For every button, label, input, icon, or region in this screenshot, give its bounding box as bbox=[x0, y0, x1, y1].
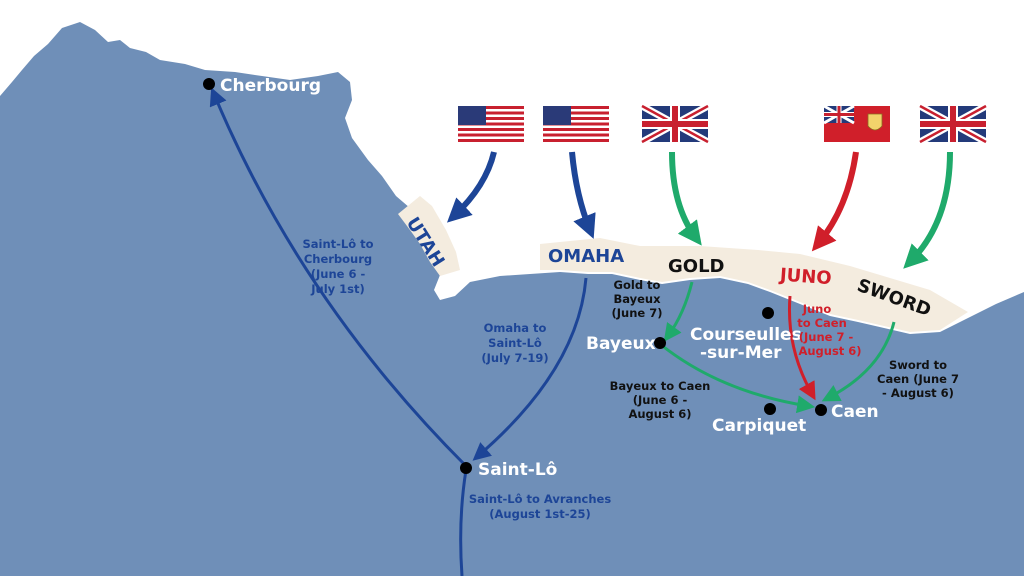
beach-omaha: OMAHA bbox=[548, 246, 624, 267]
landing-arrow-sword bbox=[903, 151, 953, 269]
city-label-courseulles-2: -sur-Mer bbox=[700, 343, 782, 363]
city-label-courseulles: Courseulles bbox=[690, 325, 802, 345]
svg-text:Bayeux: Bayeux bbox=[613, 292, 661, 306]
svg-text:Saint-Lô to Avranches: Saint-Lô to Avranches bbox=[469, 492, 611, 506]
route-label-juno-caen: Juno to Caen (June 7 - August 6) bbox=[797, 302, 861, 358]
city-label-saint-lo: Saint-Lô bbox=[478, 460, 557, 480]
landing-arrow-utah bbox=[446, 151, 497, 223]
route-saint-lo-cherbourg bbox=[209, 87, 468, 468]
svg-text:Omaha to: Omaha to bbox=[484, 321, 547, 335]
svg-text:Gold to: Gold to bbox=[614, 278, 661, 292]
us-flag bbox=[543, 106, 609, 142]
route-saint-lo-avranches bbox=[459, 469, 468, 576]
svg-text:Sword to: Sword to bbox=[889, 358, 947, 372]
beach-strip-utah bbox=[398, 196, 460, 276]
city-dot-carpiquet bbox=[764, 403, 776, 415]
svg-text:(June 7): (June 7) bbox=[612, 306, 663, 320]
svg-text:Juno: Juno bbox=[802, 302, 832, 316]
city-label-caen: Caen bbox=[831, 402, 879, 422]
svg-text:Saint-Lô: Saint-Lô bbox=[488, 336, 542, 350]
svg-text:July 1st): July 1st) bbox=[310, 282, 365, 296]
city-dot-courseulles bbox=[762, 307, 774, 319]
route-bayeux-caen bbox=[659, 342, 816, 414]
beach-juno: JUNO bbox=[777, 264, 832, 289]
route-label-gold-bayeux: Gold to Bayeux (June 7) bbox=[612, 278, 663, 320]
svg-text:- August 6): - August 6) bbox=[882, 386, 954, 400]
svg-text:August 6): August 6) bbox=[798, 344, 861, 358]
svg-text:(June 6 -: (June 6 - bbox=[633, 393, 688, 407]
svg-text:Bayeux to Caen: Bayeux to Caen bbox=[610, 379, 711, 393]
svg-text:(July 7-19): (July 7-19) bbox=[481, 351, 548, 365]
route-label-bayeux-caen: Bayeux to Caen (June 6 - August 6) bbox=[610, 379, 711, 421]
route-label-sword-caen: Sword to Caen (June 7 - August 6) bbox=[877, 358, 959, 400]
svg-text:August 6): August 6) bbox=[628, 407, 691, 421]
route-label-saint-lo-cherbourg: Saint-Lô to Cherbourg (June 6 - July 1st… bbox=[302, 237, 373, 296]
city-label-cherbourg: Cherbourg bbox=[220, 76, 321, 96]
route-gold-bayeux bbox=[663, 281, 694, 342]
svg-text:(June 6 -: (June 6 - bbox=[311, 267, 366, 281]
landing-arrow-omaha bbox=[569, 151, 596, 239]
land-mass bbox=[0, 22, 1024, 576]
route-juno-caen bbox=[788, 295, 816, 401]
beach-gold: GOLD bbox=[668, 256, 725, 277]
svg-text:Caen (June 7: Caen (June 7 bbox=[877, 372, 959, 386]
svg-text:Cherbourg: Cherbourg bbox=[304, 252, 372, 266]
canada-red-ensign-flag bbox=[823, 104, 890, 142]
route-sword-caen bbox=[821, 321, 896, 402]
city-label-carpiquet: Carpiquet bbox=[712, 416, 806, 436]
city-dot-saint-lo bbox=[460, 462, 472, 474]
svg-text:Saint-Lô to: Saint-Lô to bbox=[302, 237, 373, 251]
landing-arrow-juno bbox=[811, 151, 859, 252]
landing-arrow-gold bbox=[669, 151, 702, 246]
beach-strip-main bbox=[540, 238, 968, 332]
uk-flag bbox=[918, 102, 988, 146]
city-label-bayeux: Bayeux bbox=[586, 334, 656, 354]
route-label-saint-lo-avranches: Saint-Lô to Avranches (August 1st-25) bbox=[469, 492, 611, 521]
uk-flag bbox=[640, 102, 710, 146]
city-dot-cherbourg bbox=[203, 78, 215, 90]
svg-text:(August 1st-25): (August 1st-25) bbox=[489, 507, 590, 521]
svg-text:to Caen: to Caen bbox=[797, 316, 847, 330]
route-label-omaha-saint-lo: Omaha to Saint-Lô (July 7-19) bbox=[481, 321, 548, 365]
svg-text:(June 7 -: (June 7 - bbox=[799, 330, 854, 344]
city-dot-bayeux bbox=[654, 337, 666, 349]
city-dot-caen bbox=[815, 404, 827, 416]
route-omaha-saint-lo bbox=[472, 277, 588, 461]
us-flag bbox=[458, 106, 524, 142]
